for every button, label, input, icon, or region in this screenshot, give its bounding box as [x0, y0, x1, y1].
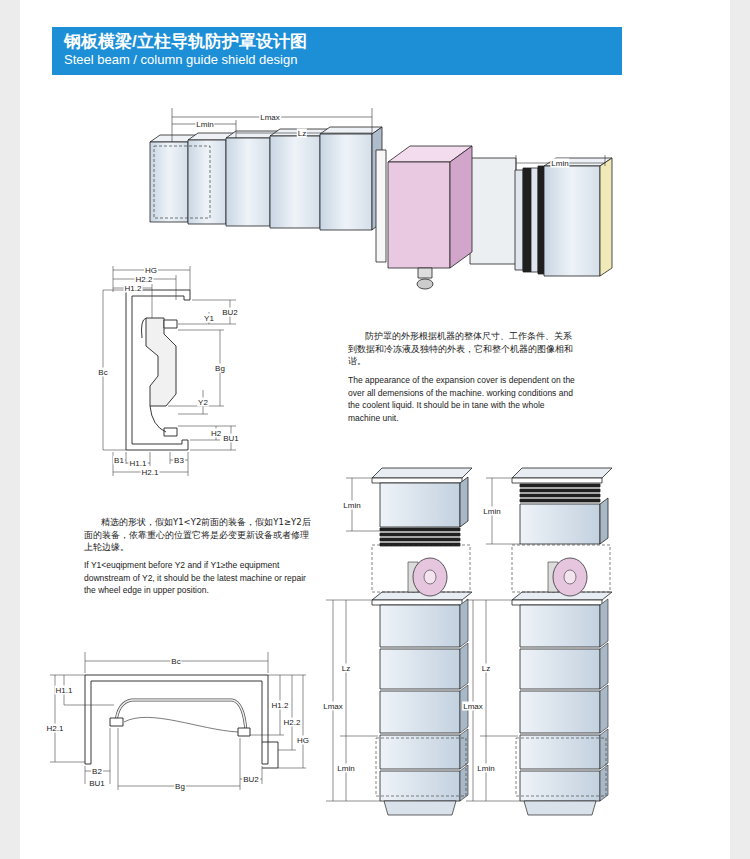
- dimension-label: BU1: [88, 779, 106, 788]
- title-text: 钢板横梁/立柱导轨防护罩设计图: [64, 31, 610, 52]
- dimension-label: Lz: [341, 664, 351, 673]
- dimension-label: H2.1: [141, 468, 160, 477]
- note-text: The appearance of the expansion cover is…: [348, 374, 576, 424]
- dimension-label: H2.2: [135, 275, 154, 284]
- dimension-label: B3: [173, 456, 185, 465]
- dimension-label: Bc: [170, 657, 181, 666]
- dimension-label: Bg: [174, 782, 186, 791]
- subtitle-text: Steel beam / column guide shield design: [64, 52, 610, 68]
- dimension-label: Lmax: [462, 702, 484, 711]
- dimension-label: Lmin: [476, 764, 495, 773]
- dimension-label: Lmax: [259, 113, 281, 122]
- dimension-label: Lmin: [342, 501, 361, 510]
- dimension-label: H2.2: [283, 718, 302, 727]
- dimension-label: Y1: [203, 314, 215, 323]
- title-banner: 钢板横梁/立柱导轨防护罩设计图Steel beam / column guide…: [52, 27, 622, 75]
- dimension-label: H1.2: [271, 701, 290, 710]
- dimension-label: BU1: [222, 434, 240, 443]
- note-text: 精选的形状，假如Y1<Y2前面的装备，假如Y1≥Y2后面的装备，依靠重心的位置它…: [84, 516, 312, 554]
- dimension-label: Y2: [197, 398, 209, 407]
- dimension-label: H2.1: [46, 724, 65, 733]
- dimension-label: H1.1: [129, 459, 148, 468]
- dimension-label: HG: [144, 266, 158, 275]
- note-text: If Y1<euqipment before Y2 and if Y1≥the …: [84, 559, 312, 597]
- dimension-label: Lmax: [322, 702, 344, 711]
- dimension-label: H1.2: [124, 284, 143, 293]
- dimension-label: Bg: [214, 364, 226, 373]
- dimension-label: Lz: [297, 129, 307, 138]
- dimension-label: Bc: [97, 368, 108, 377]
- dimension-label: HG: [296, 736, 310, 745]
- dimension-label: H2: [210, 429, 222, 438]
- dimension-label: H1.1: [55, 686, 74, 695]
- dimension-label: BU2: [221, 308, 239, 317]
- dimension-label: Lmin: [195, 120, 214, 129]
- dimension-label: B1: [113, 456, 125, 465]
- dimension-label: Lmin: [550, 159, 569, 168]
- dimension-label: BU2: [242, 775, 260, 784]
- dimension-label: Lz: [481, 664, 491, 673]
- dimension-label: B2: [91, 767, 103, 776]
- dimension-label: Lmin: [336, 764, 355, 773]
- dimension-label: Lmin: [482, 507, 501, 516]
- note-text: 防护罩的外形根据机器的整体尺寸、工作条件、关系到数据和冷冻液及独特的外表，它和整…: [348, 330, 576, 368]
